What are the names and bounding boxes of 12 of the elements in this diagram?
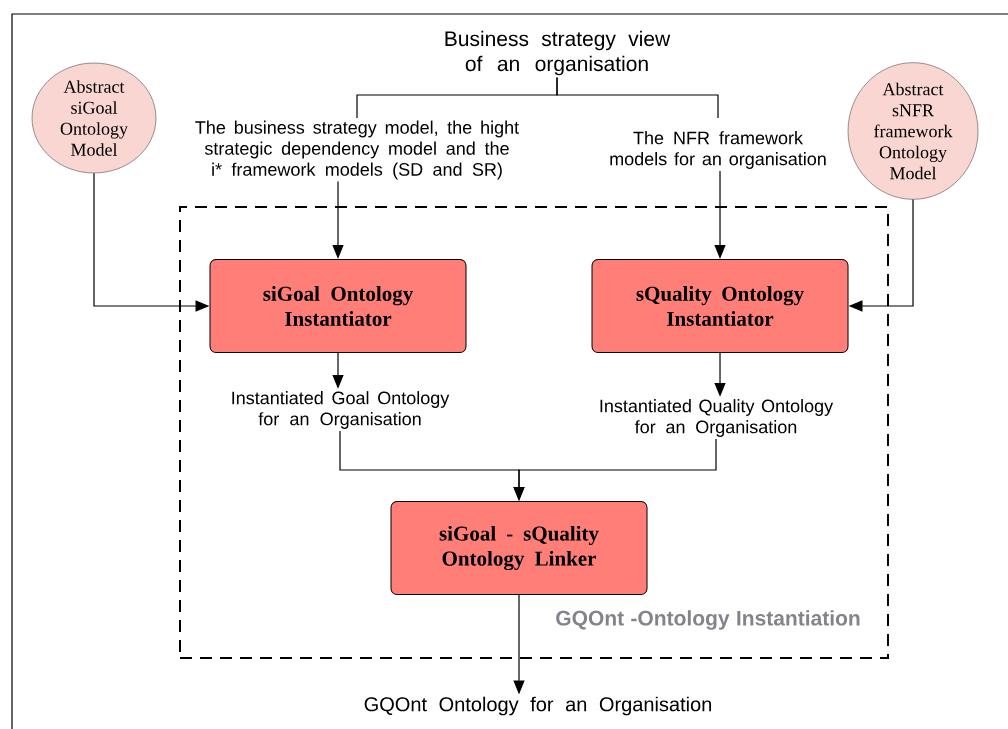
text-label: GQOnt Ontology for an Organisation bbox=[364, 696, 711, 716]
process-box: siGoal - sQuality Ontology Linker bbox=[390, 501, 648, 595]
process-box: siGoal Ontology Instantiator bbox=[209, 259, 467, 353]
group-title: GQOnt -Ontology Instantiation bbox=[556, 610, 860, 630]
dashed-group-box bbox=[179, 206, 889, 659]
text-label: Business strategy view of an organisation bbox=[445, 30, 671, 76]
connector-line bbox=[556, 76, 719, 119]
text-label: Instantiated Quality Ontology for an Organisation bbox=[600, 399, 834, 437]
process-box: sQuality Ontology Instantiator bbox=[591, 259, 849, 353]
text-label: The NFR framework models for an organisation bbox=[610, 131, 826, 169]
text-label: The business strategy model, the hight strategic dependency model and the i* framework models (SD and SR) bbox=[195, 120, 519, 180]
text-label: Instantiated Goal Ontology for an Organisation bbox=[232, 391, 450, 429]
